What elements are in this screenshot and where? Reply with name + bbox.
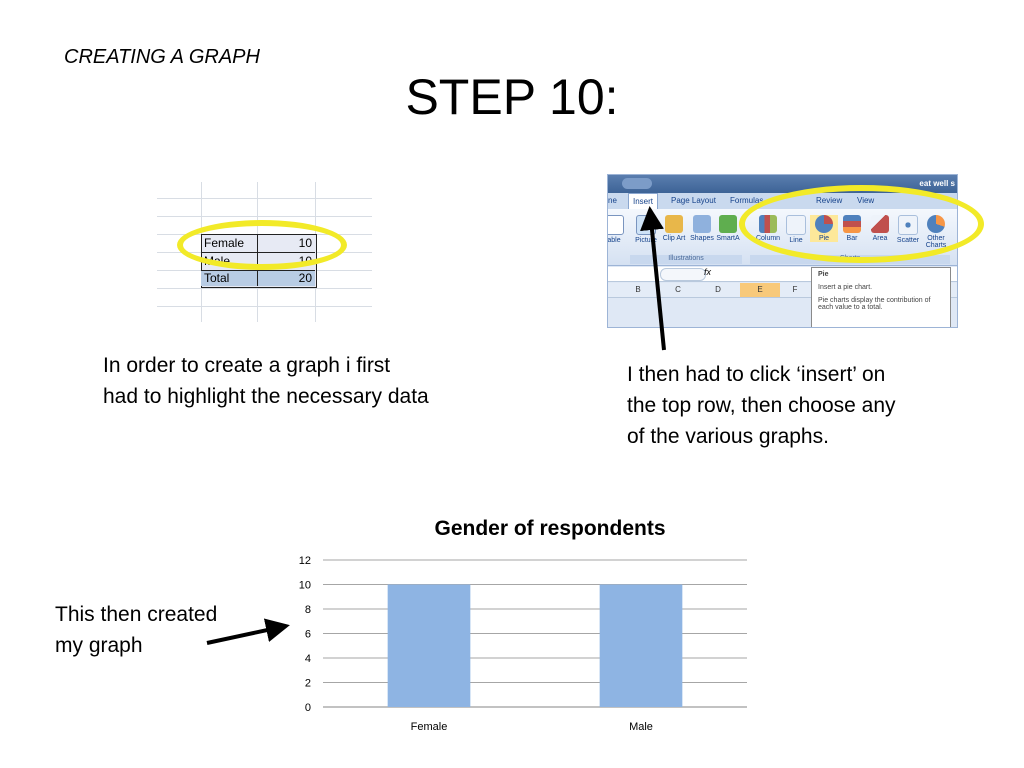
pie-tooltip: Pie Insert a pie chart. Pie charts displ… (811, 267, 951, 327)
table-button[interactable]: able (608, 215, 628, 244)
tab-formulas[interactable]: Formulas (730, 196, 764, 205)
bar-female (387, 584, 471, 707)
chart-title: Gender of respondents (434, 517, 665, 540)
arrow-to-insert-tab (640, 206, 666, 351)
y-tick-label-6: 6 (305, 629, 311, 641)
y-tick-label-0: 0 (305, 702, 311, 714)
tab-insert[interactable]: Insert (628, 193, 659, 210)
y-tick-label-2: 2 (305, 678, 311, 690)
column-header-b[interactable]: B (635, 285, 641, 294)
column-header-f[interactable]: F (792, 285, 798, 294)
tab-page-layout[interactable]: Page Layout (671, 196, 716, 205)
caption-bottom: This then created my graph (55, 603, 218, 657)
column-header-e[interactable]: E (740, 283, 780, 297)
y-tick-label-4: 4 (305, 653, 311, 665)
column-header-d[interactable]: D (715, 285, 721, 294)
chart-bars (387, 584, 683, 707)
window-title: eat well s (919, 179, 955, 188)
bar-male (599, 584, 683, 707)
chart-x-axis: Female Male (411, 721, 653, 733)
highlight-ellipse-data (177, 220, 347, 270)
clip-art-button[interactable]: Clip Art (660, 215, 688, 242)
slide-subtitle: CREATING A GRAPH (64, 46, 260, 68)
caption-right: I then had to click ‘insert’ on the top … (627, 363, 896, 448)
column-header-c[interactable]: C (675, 285, 681, 294)
highlight-ellipse-charts (739, 185, 984, 263)
arrow-to-graph (206, 618, 290, 645)
fx-icon: fx (704, 267, 712, 277)
clip-art-icon (665, 215, 683, 233)
smartart-icon (719, 215, 737, 233)
caption-left: In order to create a graph i first had t… (103, 354, 429, 408)
group-illustrations: Illustrations (630, 255, 742, 264)
cell-total-label: Total (204, 271, 230, 285)
y-tick-label-12: 12 (299, 555, 311, 567)
chart-gridlines (323, 559, 747, 708)
x-tick-label-female: Female (411, 721, 448, 733)
total-row-fill (201, 270, 315, 286)
smartart-button[interactable]: SmartA (714, 215, 742, 242)
chart-y-axis: 0 2 4 6 8 10 12 (299, 555, 311, 714)
y-tick-label-10: 10 (299, 580, 311, 592)
x-tick-label-male: Male (629, 721, 653, 733)
shapes-icon (693, 215, 711, 233)
bar-chart: Gender of respondents 0 2 4 6 8 10 12 Female Ma… (299, 517, 747, 733)
tab-home[interactable]: ne (608, 196, 617, 205)
slide-title: STEP 10: (405, 69, 619, 125)
cell-total-value: 20 (298, 271, 312, 285)
shapes-button[interactable]: Shapes (688, 215, 716, 242)
table-icon (608, 215, 624, 235)
y-tick-label-8: 8 (305, 604, 311, 616)
